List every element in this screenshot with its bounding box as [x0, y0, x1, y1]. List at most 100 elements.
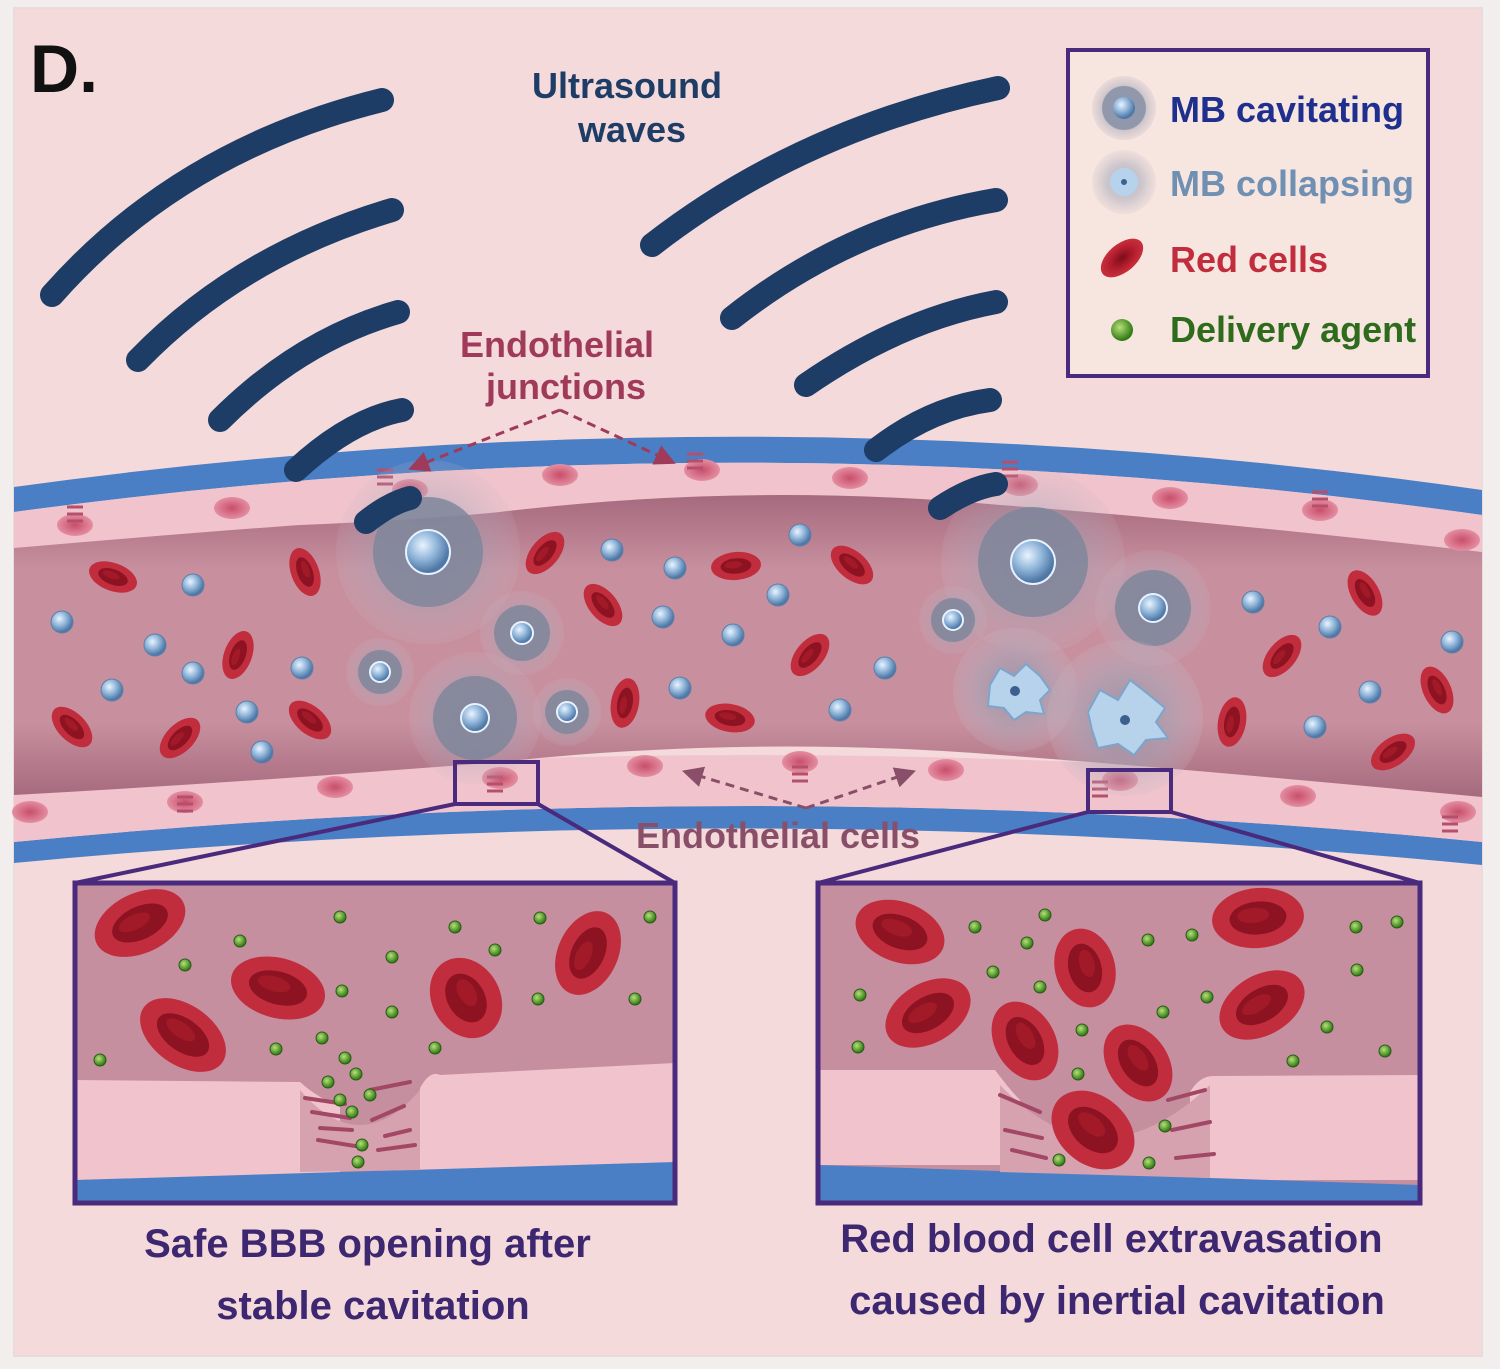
delivery-agent — [1200, 990, 1214, 1004]
red-blood-cell — [1051, 1090, 1135, 1170]
endothelial-nucleus — [214, 497, 250, 519]
vessel-microbubbles — [50, 523, 1464, 764]
red-blood-cell — [705, 703, 755, 733]
collapsing-microbubbles — [953, 628, 1203, 796]
delivery-agent — [428, 1041, 442, 1055]
red-blood-cell — [1054, 928, 1116, 1008]
delivery-agent — [1390, 915, 1404, 929]
red-blood-cell — [1371, 733, 1415, 771]
cavitating-bubble — [480, 591, 564, 675]
red-blood-cell — [288, 700, 332, 740]
delivery-agent — [269, 1042, 283, 1056]
delivery-agent — [1142, 1156, 1156, 1170]
endothelial-nucleus — [627, 755, 663, 777]
microbubble — [663, 556, 687, 580]
cells-arrow-right — [805, 767, 916, 810]
red-blood-cell — [429, 957, 503, 1039]
red-blood-cell — [711, 551, 761, 581]
microbubble — [651, 605, 675, 629]
endothelial-nucleus — [782, 751, 818, 773]
microbubble — [1318, 615, 1342, 639]
delivery-agent — [853, 988, 867, 1002]
wave-arc — [126, 198, 404, 372]
endothelial-nucleus — [928, 759, 964, 781]
delivery-agent — [533, 911, 547, 925]
red-cell-icon — [1100, 238, 1144, 278]
endothelial-nucleus — [167, 791, 203, 813]
delivery-agent — [385, 950, 399, 964]
zoom-box-right — [1086, 768, 1173, 814]
caption-left: Safe BBB opening after stable cavitation — [144, 1222, 602, 1328]
wave-arc — [284, 398, 414, 482]
ultrasound-label: Ultrasound waves — [532, 65, 732, 150]
delivery-agent — [1158, 1119, 1172, 1133]
microbubble — [1440, 630, 1464, 654]
ultrasound-waves — [40, 76, 1010, 534]
endothelial-nucleus — [1280, 785, 1316, 807]
delivery-agent — [233, 934, 247, 948]
ultrasound-label-line1: Ultrasound — [532, 65, 722, 106]
microbubble — [600, 538, 624, 562]
legend-label-red-cells: Red cells — [1170, 239, 1328, 280]
red-blood-cell — [159, 717, 201, 759]
delivery-agent — [488, 943, 502, 957]
delivery-agent — [345, 1105, 359, 1119]
red-blood-cell — [1217, 697, 1247, 747]
red-blood-cell — [830, 545, 874, 585]
junctions-label-line2: junctions — [485, 366, 646, 407]
legend: MB cavitating MB collapsing Red cells De… — [1066, 48, 1430, 378]
red-blood-cell — [1219, 970, 1305, 1040]
caption-right-line1: Red blood cell extravasation — [840, 1217, 1382, 1261]
delivery-agent-icon — [1111, 319, 1133, 341]
wave-arc — [640, 76, 1010, 257]
red-blood-cell — [610, 678, 640, 728]
microbubble — [828, 698, 852, 722]
red-blood-cell — [222, 631, 254, 679]
endothelial-nucleus — [1440, 801, 1476, 823]
cavitating-microbubbles — [336, 460, 1211, 784]
cavitating-bubble — [346, 638, 414, 706]
red-blood-cell — [1420, 666, 1454, 714]
microbubble — [668, 676, 692, 700]
delivery-agent — [1038, 908, 1052, 922]
red-blood-cell — [89, 561, 137, 593]
delivery-agent — [1185, 928, 1199, 942]
delivery-agent — [333, 910, 347, 924]
delivery-agent — [178, 958, 192, 972]
caption-left-line1: Safe BBB opening after — [144, 1222, 591, 1266]
delivery-agent — [93, 1053, 107, 1067]
red-blood-cell — [991, 1001, 1059, 1081]
delivery-agent — [351, 1155, 365, 1169]
caption-right-line2: caused by inertial cavitation — [849, 1279, 1385, 1323]
delivery-agent — [1020, 936, 1034, 950]
endothelial-nucleus — [832, 467, 868, 489]
junctions-label-line1: Endothelial — [460, 324, 654, 365]
microbubble — [766, 583, 790, 607]
microbubble — [100, 678, 124, 702]
cells-arrow-left — [681, 766, 807, 810]
microbubble — [181, 661, 205, 685]
vessel-wall-top — [14, 436, 1482, 515]
legend-label-cavitating: MB cavitating — [1170, 89, 1404, 130]
microbubble — [1358, 680, 1382, 704]
red-blood-cell — [94, 889, 186, 957]
delivery-agent — [349, 1067, 363, 1081]
caption-right: Red blood cell extravasation caused by i… — [840, 1217, 1394, 1323]
microbubble — [721, 623, 745, 647]
endothelial-nucleus — [542, 464, 578, 486]
delivery-agent — [1071, 1067, 1085, 1081]
red-blood-cell — [885, 978, 971, 1048]
red-blood-cell — [583, 583, 623, 627]
delivery-agent — [1052, 1153, 1066, 1167]
red-blood-cell — [525, 531, 565, 575]
microbubble — [50, 610, 74, 634]
endothelial-nucleus — [317, 776, 353, 798]
inset-stable-cavitation — [72, 880, 678, 1206]
wave-arc — [354, 486, 422, 534]
junctions-label: Endothelial junctions — [460, 324, 664, 407]
delivery-agent — [968, 920, 982, 934]
microbubble — [788, 523, 812, 547]
endothelial-nucleus — [12, 801, 48, 823]
red-blood-cell — [1262, 634, 1302, 678]
